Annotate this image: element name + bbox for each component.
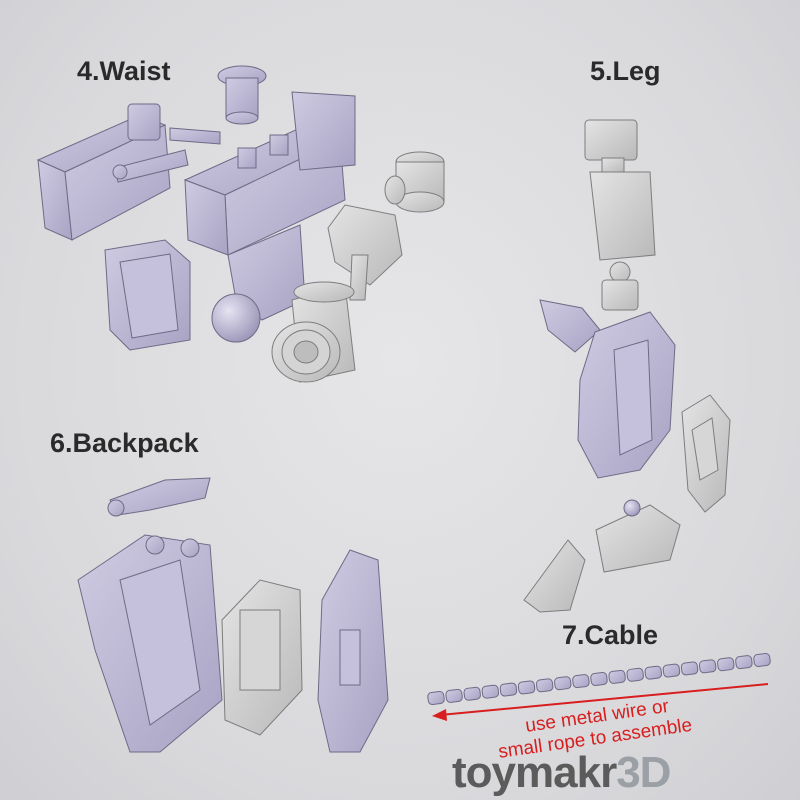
cable-segment xyxy=(554,676,572,691)
waist-large-cylinder-part xyxy=(271,281,356,383)
waist-section-label: 4.Waist xyxy=(77,56,171,86)
leg-ankle-ball-part xyxy=(623,499,641,517)
backpack-grey-part xyxy=(221,579,303,736)
backpack-side-plate-part xyxy=(317,549,389,753)
waist-clip-part xyxy=(327,204,403,301)
leg-grey-parts xyxy=(523,119,681,613)
leg-thigh-part xyxy=(589,171,656,261)
cable-segment xyxy=(481,684,500,699)
backpack-small-part xyxy=(107,477,211,517)
waist-left-bracket-part xyxy=(36,103,221,241)
waist-ball-part xyxy=(211,293,261,343)
waist-small-cylinder-part xyxy=(384,151,445,213)
cable-segment xyxy=(572,674,590,689)
cable-segment xyxy=(698,659,717,674)
brand-logo: toymakr3D xyxy=(452,748,792,798)
waist-grey-parts xyxy=(271,151,445,383)
cable-segment xyxy=(517,680,536,695)
backpack-lavender-parts xyxy=(77,477,389,753)
leg-shin-part xyxy=(577,311,676,479)
cable-segment xyxy=(608,669,626,684)
cable-segment xyxy=(753,653,771,667)
cable-segment xyxy=(499,682,518,697)
cable-segments xyxy=(427,653,771,705)
cable-segment xyxy=(626,667,644,682)
cable-segment xyxy=(680,661,699,676)
cable-segment xyxy=(463,686,481,701)
cable-segment xyxy=(445,688,463,703)
brand-logo-text: toymakr xyxy=(452,748,617,797)
cable-segment xyxy=(590,672,608,686)
cable-segment xyxy=(717,657,735,672)
cable-segment xyxy=(427,691,445,705)
cable-segment xyxy=(662,663,681,678)
waist-peg-part xyxy=(217,65,267,125)
brand-logo-suffix: 3D xyxy=(616,748,671,797)
leg-knee-guard-part xyxy=(539,299,601,353)
assembly-arrow xyxy=(432,683,769,721)
cable-segment xyxy=(735,655,753,670)
backpack-section-label: 6.Backpack xyxy=(50,428,199,458)
waist-panel-part xyxy=(104,239,191,351)
cable-segment xyxy=(535,678,554,693)
leg-foot-parts xyxy=(523,504,681,613)
backpack-frame-part xyxy=(77,534,223,753)
leg-section-label: 5.Leg xyxy=(590,56,661,86)
cable-section-label: 7.Cable xyxy=(562,620,659,650)
leg-thigh-top-part xyxy=(584,119,638,173)
waist-parts xyxy=(36,65,356,351)
cable-segment xyxy=(644,665,663,680)
leg-knee-part xyxy=(601,261,639,311)
leg-calf-armor-part xyxy=(681,394,731,513)
waist-center-block-part xyxy=(183,91,356,321)
leg-lavender-parts xyxy=(539,299,676,517)
